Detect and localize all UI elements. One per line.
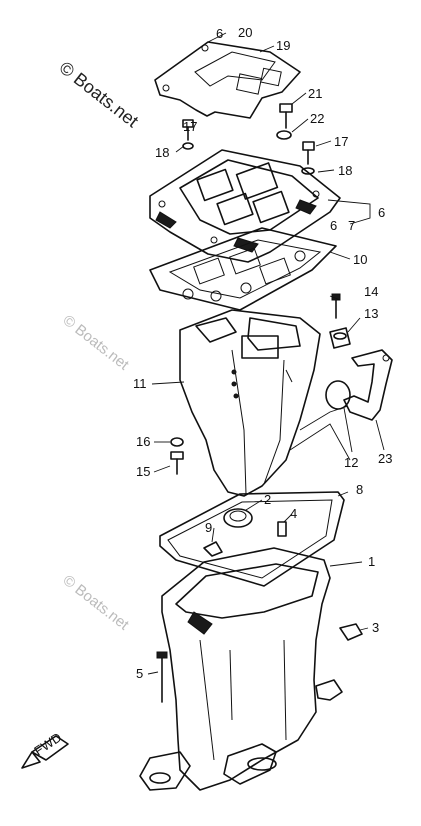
bolt-21 (279, 103, 293, 129)
callout-16: 16 (136, 434, 150, 449)
exhaust-housing-11 (179, 309, 321, 497)
callout-18-left: 18 (155, 145, 169, 160)
callout-8: 8 (356, 482, 363, 497)
oil-seal-2 (223, 508, 253, 528)
top-gasket-19 (154, 41, 301, 119)
callout-19: 19 (276, 38, 290, 53)
watermark-main: © Boats.net (56, 57, 143, 131)
bolt-17-right (301, 141, 315, 175)
callout-9: 9 (205, 520, 212, 535)
gasket-23 (343, 349, 393, 421)
callout-4: 4 (290, 506, 297, 521)
bolt-5 (156, 651, 168, 703)
seal-8 (159, 491, 345, 587)
callout-12: 12 (344, 455, 358, 470)
callout-7: 7 (348, 218, 355, 233)
leader-lines (147, 32, 385, 675)
watermark-faint-low: © Boats.net (60, 572, 133, 634)
callout-18-right: 18 (338, 163, 352, 178)
washer-16 (170, 437, 184, 447)
callout-20-prefix: 6 (216, 26, 223, 41)
callout-5: 5 (136, 666, 143, 681)
callout-1: 1 (368, 554, 375, 569)
bolt-15 (170, 451, 184, 475)
fwd-arrow: FWD (21, 729, 69, 769)
exhaust-plate-6 (149, 149, 341, 263)
callout-14: 14 (364, 284, 378, 299)
callout-6-sub: 6 (330, 218, 337, 233)
cover-3 (339, 623, 363, 641)
fwd-label: FWD (31, 729, 64, 758)
callout-17-left: 17 (183, 119, 197, 134)
damper-13 (329, 327, 351, 349)
callout-10: 10 (353, 252, 367, 267)
washer-22 (276, 130, 292, 140)
callout-17-right: 17 (334, 134, 348, 149)
callout-21: 21 (308, 86, 322, 101)
callout-2: 2 (264, 492, 271, 507)
upper-casing-1 (139, 547, 343, 791)
dowel-4 (277, 521, 287, 537)
callout-11: 11 (133, 376, 147, 391)
callout-13: 13 (364, 306, 378, 321)
callout-3: 3 (372, 620, 379, 635)
callout-6: 6 (378, 205, 385, 220)
callout-22: 22 (310, 111, 324, 126)
callout-15: 15 (136, 464, 150, 479)
callout-20: 20 (238, 25, 252, 40)
callout-labels: 6 20 19 21 22 18 17 17 18 6 6 7 10 14 13… (133, 25, 392, 681)
gasket-10 (149, 227, 337, 311)
bolt-17-left (182, 119, 194, 150)
watermark-faint-mid: © Boats.net (60, 312, 133, 374)
clip-9 (203, 541, 223, 557)
callout-23: 23 (378, 451, 392, 466)
